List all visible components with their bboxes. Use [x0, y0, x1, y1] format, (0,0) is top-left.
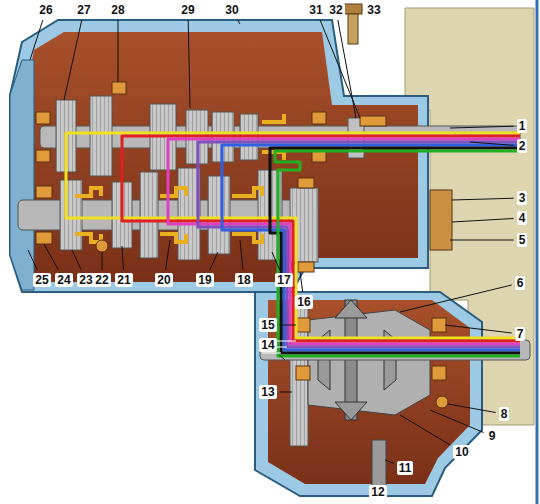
leader-line: [122, 246, 123, 270]
leader-line: [338, 20, 356, 118]
leader-line: [44, 244, 58, 270]
gear: [140, 172, 158, 258]
leader-line: [72, 250, 81, 270]
callout-number: 28: [109, 3, 126, 17]
callout-number: 26: [37, 3, 54, 17]
leader-line: [118, 20, 119, 82]
leader-line: [279, 355, 285, 360]
callout-number: 21: [115, 273, 132, 287]
callout-number: 9: [487, 429, 498, 443]
ball: [96, 240, 108, 252]
leader-line: [448, 404, 496, 413]
leader-line: [452, 218, 514, 222]
callout-number: 29: [179, 3, 196, 17]
bearing: [296, 318, 310, 332]
leader-line: [210, 252, 218, 270]
leader-line: [30, 20, 43, 60]
callout-number: 33: [365, 3, 382, 17]
leader-line: [28, 250, 37, 270]
leader-line: [385, 460, 394, 463]
bearing: [36, 150, 50, 162]
gear: [60, 180, 82, 250]
differential-case: [308, 310, 430, 415]
leader-line: [320, 20, 360, 118]
leader-line: [102, 252, 103, 270]
callout-number: 14: [259, 338, 276, 352]
bearing: [36, 186, 52, 198]
callout-number: 19: [196, 273, 213, 287]
callout-number: 18: [235, 273, 252, 287]
breather: [348, 14, 358, 44]
speedometer-gear: [436, 396, 448, 408]
leader-line: [300, 272, 303, 292]
bearing: [36, 232, 52, 244]
synchronizer: [160, 188, 186, 242]
gearbox-housing: [10, 20, 428, 292]
leader-line: [470, 142, 514, 145]
callout-number: 12: [369, 485, 386, 499]
callout-number: 3: [517, 191, 528, 205]
leader-line: [400, 285, 512, 312]
synchronizer: [75, 188, 101, 242]
callout-number: 20: [155, 273, 172, 287]
leader-line: [188, 20, 190, 108]
callout-number: 5: [517, 233, 528, 247]
callout-number: 30: [223, 3, 240, 17]
leader-line: [280, 325, 296, 326]
callout-number: 15: [259, 318, 276, 332]
bearing: [298, 262, 314, 272]
release-bearing: [430, 190, 452, 250]
gear: [208, 176, 230, 254]
leader-line: [362, 10, 363, 11]
leader-line: [430, 410, 484, 433]
callout-number: 10: [453, 445, 470, 459]
leader-line: [238, 20, 240, 24]
callout-number: 13: [259, 385, 276, 399]
leader-line: [272, 252, 280, 270]
bearing: [432, 366, 446, 380]
leader-line: [280, 392, 292, 393]
plug: [372, 440, 386, 490]
leader-line: [450, 240, 514, 241]
leader-line: [64, 20, 82, 100]
leader-line: [240, 240, 243, 270]
callout-number: 11: [397, 461, 414, 475]
leader-line: [450, 126, 514, 128]
callout-number: 23: [77, 273, 94, 287]
bearing: [112, 82, 126, 94]
callout-number: 2: [517, 139, 528, 153]
breather: [344, 4, 362, 14]
bearing: [360, 116, 386, 126]
bearing: [312, 112, 326, 124]
bearing: [296, 366, 310, 380]
gear: [90, 96, 112, 176]
callout-number: 24: [55, 273, 72, 287]
leader-line: [445, 325, 512, 333]
bearing: [432, 318, 446, 332]
callout-number: 17: [275, 273, 292, 287]
leader-line: [166, 240, 171, 270]
bearing: [298, 178, 314, 188]
power-flow: [66, 133, 520, 356]
leader-line: [400, 415, 450, 445]
synchronizer: [232, 188, 262, 242]
callout-number: 1: [517, 119, 528, 133]
callout-number: 22: [93, 273, 110, 287]
callout-number: 8: [499, 407, 510, 421]
bearing: [36, 112, 50, 124]
callout-number: 16: [295, 295, 312, 309]
callout-number: 32: [327, 3, 344, 17]
callout-number: 25: [33, 273, 50, 287]
frame-edge: [536, 0, 539, 504]
callout-number: 31: [307, 3, 324, 17]
leader-line: [452, 198, 514, 200]
callout-number: 4: [517, 211, 528, 225]
callout-number: 6: [515, 276, 526, 290]
callout-number: 7: [515, 327, 526, 341]
callout-number: 27: [75, 3, 92, 17]
